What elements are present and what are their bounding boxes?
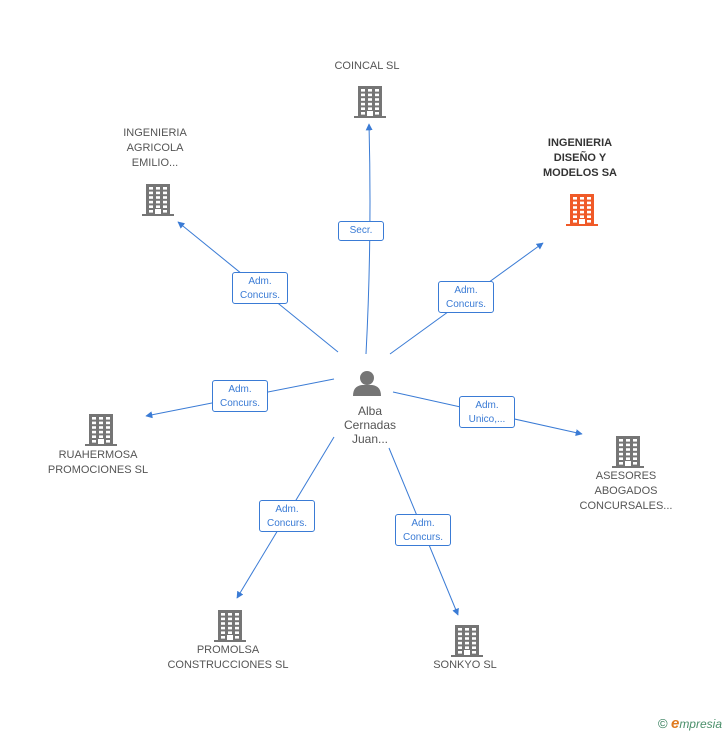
edge-label-ingenieria-diseno[interactable]: Adm. Concurs. xyxy=(438,281,494,313)
person-icon[interactable] xyxy=(353,371,381,396)
company-label-ingenieria-diseno[interactable]: INGENIERIA DISEÑO Y MODELOS SA xyxy=(543,137,617,179)
building-icon-ruahermosa[interactable] xyxy=(85,414,117,446)
nodes-layer xyxy=(85,86,644,657)
building-icon-ingenieria-diseno[interactable] xyxy=(566,194,598,226)
company-label-ingenieria-agricola[interactable]: INGENIERIA AGRICOLA EMILIO... xyxy=(123,127,187,169)
building-icon-asesores[interactable] xyxy=(612,436,644,468)
edge-label-ruahermosa[interactable]: Adm. Concurs. xyxy=(212,380,268,412)
building-icon-sonkyo[interactable] xyxy=(451,625,483,657)
company-label-promolsa[interactable]: PROMOLSA CONSTRUCCIONES SL xyxy=(167,644,289,671)
building-icon-coincal[interactable] xyxy=(354,86,386,118)
edges-layer xyxy=(145,123,583,616)
building-icon-promolsa[interactable] xyxy=(214,610,246,642)
edge-label-ingenieria-agricola[interactable]: Adm. Concurs. xyxy=(232,272,288,304)
brand-watermark: © empresia xyxy=(658,715,722,732)
edge-label-sonkyo[interactable]: Adm. Concurs. xyxy=(395,514,451,546)
edge-label-asesores[interactable]: Adm. Unico,... xyxy=(459,396,515,428)
company-label-coincal[interactable]: COINCAL SL xyxy=(334,60,400,72)
brand-first-letter: e xyxy=(670,715,680,732)
company-label-ruahermosa[interactable]: RUAHERMOSA PROMOCIONES SL xyxy=(47,449,149,476)
edge-label-coincal[interactable]: Secr. xyxy=(338,221,384,241)
brand-name-rest: mpresia xyxy=(679,717,722,731)
edge-label-promolsa[interactable]: Adm. Concurs. xyxy=(259,500,315,532)
company-label-sonkyo[interactable]: SONKYO SL xyxy=(433,659,497,671)
company-label-asesores[interactable]: ASESORES ABOGADOS CONCURSALES... xyxy=(579,470,673,512)
person-label[interactable]: Alba Cernadas Juan... xyxy=(343,404,397,446)
copyright-symbol: © xyxy=(658,716,668,731)
building-icon-ingenieria-agricola[interactable] xyxy=(142,184,174,216)
